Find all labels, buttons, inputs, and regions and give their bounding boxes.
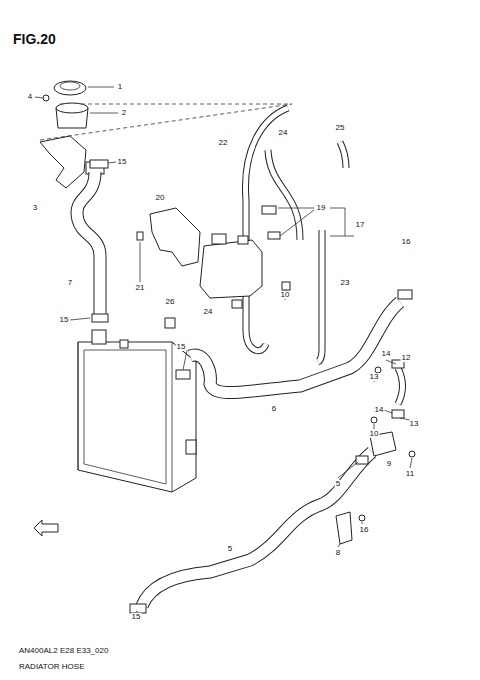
callout-number: 20: [155, 194, 166, 202]
callout-number: 13: [369, 373, 380, 381]
footer-text: AN400AL2 E28 E33_020: [18, 647, 109, 655]
callout-number: 1: [117, 83, 123, 91]
callout-number: 15: [59, 316, 70, 324]
callout-number: 21: [135, 284, 146, 292]
callout-number: 24: [278, 129, 289, 137]
callout-number: 14: [381, 350, 392, 358]
callout-number: 14: [374, 406, 385, 414]
callout-number: 4: [27, 93, 33, 101]
callout-number: 6: [271, 405, 277, 413]
callout-number: 17: [355, 221, 366, 229]
callout-number: 12: [401, 354, 412, 362]
footer-text: RADIATOR HOSE: [18, 663, 86, 671]
callout-number: 10: [280, 291, 291, 299]
callout-number: 15: [117, 158, 128, 166]
callout-number: 3: [32, 204, 38, 212]
callout-number: 22: [218, 139, 229, 147]
callout-number: 19: [316, 204, 327, 212]
callout-number: 8: [335, 549, 341, 557]
callout-number: 24: [203, 308, 214, 316]
callout-number: 13: [409, 420, 420, 428]
figure-title: FIG.20: [12, 32, 57, 46]
callout-number: 2: [121, 109, 127, 117]
callout-number: 16: [401, 238, 412, 246]
callout-number: 5: [227, 545, 233, 553]
callout-number: 10: [369, 430, 380, 438]
callout-number: 23: [340, 279, 351, 287]
callout-number: 5: [335, 480, 341, 488]
callout-number: 25: [335, 124, 346, 132]
callout-number: 11: [405, 470, 415, 478]
callout-number: 9: [386, 460, 392, 468]
callout-number: 7: [67, 279, 73, 287]
callout-number: 26: [165, 298, 176, 306]
callout-number: 15: [176, 343, 187, 351]
callout-number: 16: [359, 526, 370, 534]
callout-number: 15: [131, 613, 142, 621]
